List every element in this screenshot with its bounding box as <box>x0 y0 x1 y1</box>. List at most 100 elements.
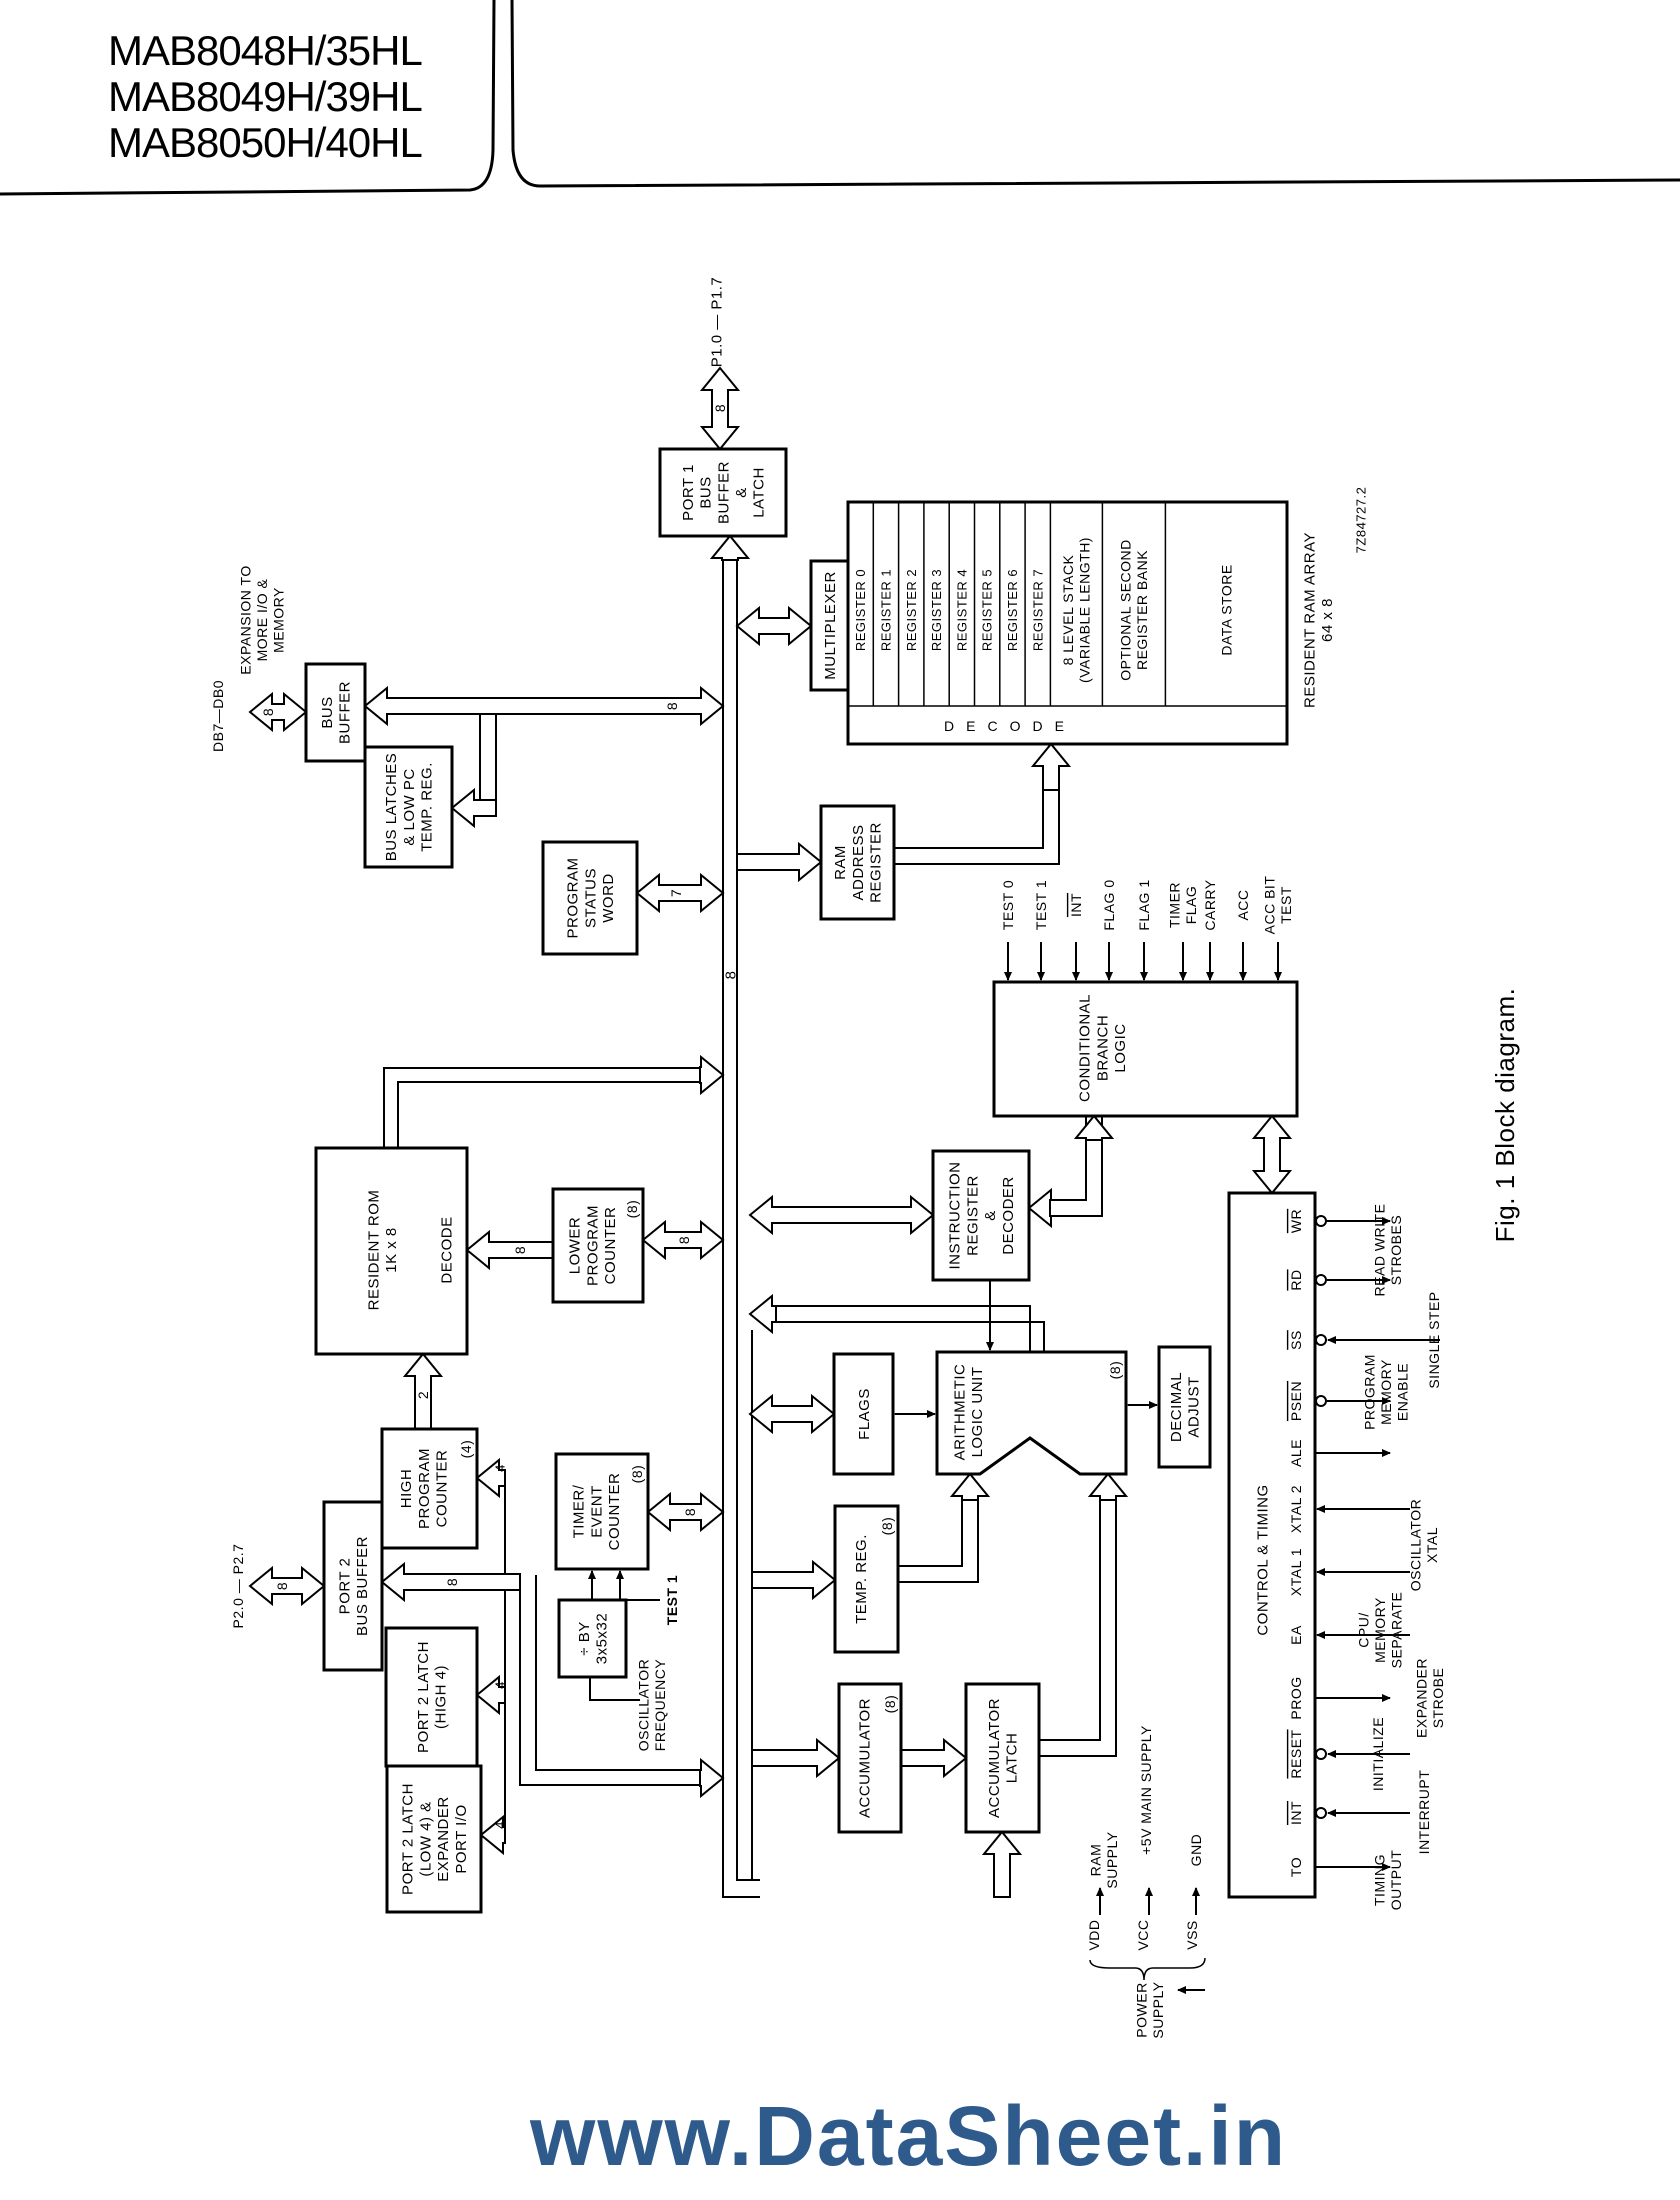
ram-address-label: RAMADDRESSREGISTER <box>832 822 884 903</box>
drawing-code: 7Z84727.2 <box>1354 487 1369 554</box>
flags-label-line: FLAGS <box>856 1388 873 1440</box>
ram-column-label-line: REGISTER 7 <box>1030 569 1045 651</box>
timing-output-label: TIMINGOUTPUT <box>1372 1850 1405 1911</box>
ram-column-label: REGISTER 7 <box>1030 569 1045 651</box>
p1-label-line: P1.0 — P1.7 <box>708 277 725 368</box>
temp-reg-width-tag-line: (8) <box>879 1517 895 1536</box>
port2-low-label-line: PORT 2 LATCH <box>400 1783 417 1895</box>
port2-low-label-line: PORT I/O <box>453 1804 470 1873</box>
bus-accumulator-arrow <box>751 1737 841 1779</box>
bus-width-label: 8 <box>664 702 680 710</box>
ram-address-label-line: RAM <box>832 845 849 880</box>
read-write-strobes-label: READ WRITESTROBES <box>1372 1204 1405 1297</box>
control-pin-label-line: RESET <box>1288 1729 1304 1778</box>
ram-column-label-line: REGISTER 5 <box>980 569 995 651</box>
bus-width-label-line: 4 <box>493 1464 508 1472</box>
oscillator-frequency-label-line: OSCILLATOR <box>636 1659 652 1751</box>
bus-line <box>535 1575 700 1771</box>
ram-column-label: REGISTER 5 <box>980 569 995 651</box>
bus-to-port1-arrow <box>709 534 751 561</box>
expander-strobe-label: EXPANDERSTROBE <box>1414 1658 1447 1738</box>
decimal-label-line: ADJUST <box>1186 1376 1203 1437</box>
bus-buffer-block <box>304 662 367 763</box>
bus-width-label: 8 <box>512 1246 528 1254</box>
bus-latch-arrow <box>981 1830 1023 1898</box>
ram-column-label: DATA STORE <box>1218 564 1234 655</box>
control-pin-label: SS <box>1288 1330 1304 1350</box>
temp-reg-width-tag: (8) <box>879 1517 895 1536</box>
resident-rom-label: RESIDENT ROM1K x 8 <box>365 1190 400 1311</box>
branch-input-label-line: FLAG 1 <box>1136 879 1152 930</box>
db-label-line: DB7—DB0 <box>210 680 226 752</box>
instr-reg-label-line: DECODER <box>1000 1176 1017 1255</box>
bus-width-label: 8 <box>712 404 728 412</box>
timer-block <box>554 1452 650 1571</box>
alu-label-line: ARITHMETIC <box>951 1364 968 1461</box>
bus-width-label-line: 8 <box>712 404 728 412</box>
oscillator-frequency-label: OSCILLATORFREQUENCY <box>636 1659 669 1752</box>
power-supply-label-line: POWER <box>1134 1982 1150 2037</box>
bus-line <box>770 1305 1031 1352</box>
timer-width-tag: (8) <box>629 1465 645 1484</box>
high-pc-width-tag-line: (4) <box>458 1440 474 1459</box>
control-pin-label: XTAL 1 <box>1288 1548 1304 1596</box>
ram-column-label-line: REGISTER BANK <box>1134 550 1150 670</box>
bus-line <box>1050 1116 1087 1201</box>
bus-width-label-line: 2 <box>415 1391 431 1399</box>
active-low-bubble <box>1315 1807 1327 1819</box>
bus-width-label: 8 <box>274 1582 290 1590</box>
branch-input-label-line: INT <box>1068 893 1084 917</box>
instr-reg-label-line: & <box>982 1210 999 1221</box>
multiplexer-block <box>809 559 850 692</box>
high-pc-label-line: HIGH <box>398 1469 415 1509</box>
control-pin-label: PSEN <box>1288 1381 1304 1421</box>
test1-label-line: TEST 1 <box>664 1575 680 1625</box>
vdd-label: VDD <box>1086 1919 1102 1950</box>
ram-column-label: REGISTER 3 <box>929 569 944 651</box>
flags-block <box>832 1352 895 1476</box>
ram-column-label: REGISTER 0 <box>853 569 868 651</box>
ram-column-label-line: REGISTER 6 <box>1005 569 1020 651</box>
bus-width-label: 8 <box>682 1508 698 1516</box>
timer-label-line: TIMER/ <box>571 1484 588 1538</box>
port2-buffer-label-line: BUS BUFFER <box>354 1536 371 1636</box>
bus-line <box>894 770 1060 865</box>
expansion-label-line: MORE I/O & <box>254 578 270 661</box>
header-titles: MAB8048H/35HL MAB8049H/39HL MAB8050H/40H… <box>108 28 423 166</box>
control-timing-block <box>1227 1191 1317 1899</box>
resident-rom-label-line: 1K x 8 <box>383 1227 400 1273</box>
bus-buffer-label-line: BUFFER <box>337 681 354 744</box>
ram-address-decode-arrow <box>1030 742 1072 791</box>
high-pc-label-line: PROGRAM <box>416 1448 433 1529</box>
bus-ram-address-arrow <box>736 841 823 883</box>
read-write-strobes-label-line: READ WRITE <box>1372 1204 1388 1297</box>
bus-width-label: 4 <box>493 1821 508 1829</box>
control-pin-label-line: XTAL 1 <box>1288 1548 1304 1596</box>
bus-port2-buffer-arrow <box>380 1561 521 1603</box>
accumulator-width-tag: (8) <box>882 1695 898 1714</box>
timer-label: TIMER/EVENTCOUNTER <box>571 1473 623 1551</box>
interrupt-label-line: INTERRUPT <box>1416 1770 1432 1855</box>
db-external-arrow <box>248 691 308 733</box>
instr-reg-label-line: REGISTER <box>964 1175 981 1256</box>
alu-block <box>935 1350 1128 1476</box>
bus-width-label: 8 <box>676 1236 692 1244</box>
branch-input-label-line: ACC BIT <box>1262 876 1278 935</box>
vcc-label-line: VCC <box>1135 1919 1151 1950</box>
bus-instruction-register-arrow <box>748 1194 935 1236</box>
alu-bus-arrow <box>748 1293 777 1335</box>
bus-latches-label: BUS LATCHES& LOW PCTEMP. REG. <box>383 753 435 862</box>
bus-width-label-line: 8 <box>682 1508 698 1516</box>
port2-buffer-block <box>322 1500 384 1672</box>
high-pc-label-line: COUNTER <box>433 1450 450 1528</box>
drawing-code-line: 7Z84727.2 <box>1354 487 1369 554</box>
divider-label-line: 3x5x32 <box>594 1613 611 1664</box>
control-pin-label-line: SS <box>1288 1330 1304 1350</box>
branch-input-label: ACC BITTEST <box>1262 876 1295 935</box>
control-pin-label-line: PROG <box>1288 1676 1304 1719</box>
timer-label-line: COUNTER <box>606 1473 623 1551</box>
acc-latch-label: ACCUMULATORLATCH <box>986 1698 1021 1818</box>
program-memory-enable-label-line: PROGRAM <box>1361 1354 1377 1430</box>
active-low-bubble <box>1315 1395 1327 1407</box>
bus-latches-arrow <box>450 787 497 829</box>
